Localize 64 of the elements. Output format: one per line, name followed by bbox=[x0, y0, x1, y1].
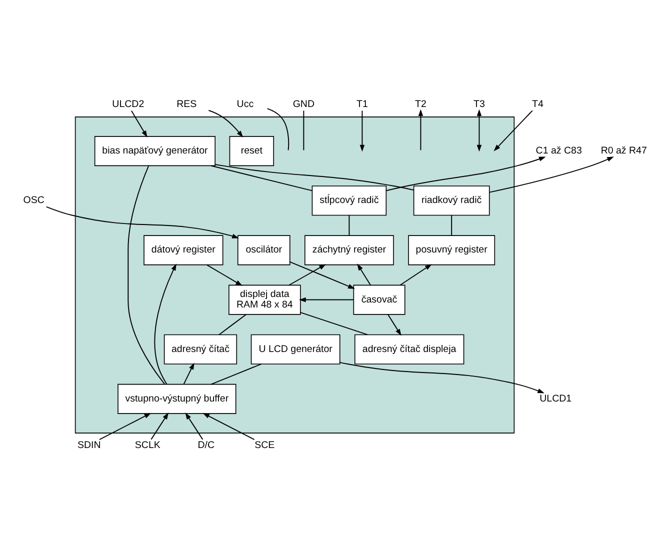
node-box: posuvný register bbox=[408, 235, 496, 266]
connector bbox=[210, 165, 313, 192]
node-text: SCLK bbox=[134, 440, 160, 452]
node-text: GND bbox=[292, 98, 315, 110]
node-text: Ucc bbox=[236, 98, 254, 110]
node-box: adresný čítač bbox=[164, 334, 238, 364]
arrow bbox=[357, 264, 371, 286]
arrow bbox=[340, 362, 544, 394]
node-text: RES bbox=[176, 98, 197, 110]
arrow bbox=[185, 412, 204, 440]
arrow bbox=[386, 156, 546, 192]
arrow bbox=[418, 109, 424, 151]
node-text: ULCD1 bbox=[540, 393, 572, 404]
arrow bbox=[488, 156, 614, 193]
node-text: SCE bbox=[254, 440, 275, 452]
node-box: dátový register bbox=[144, 235, 224, 266]
arrow bbox=[299, 297, 354, 302]
connector bbox=[214, 164, 414, 191]
arrow bbox=[202, 412, 255, 440]
node-box: riadkový radič bbox=[413, 186, 490, 216]
arrow bbox=[290, 261, 355, 289]
node-text: C1 až C83 bbox=[536, 146, 582, 157]
node-box: vstupno-výstupný buffer bbox=[118, 384, 236, 414]
node-box: bias napäťový generátor bbox=[94, 136, 216, 166]
connector bbox=[210, 364, 262, 385]
arrow bbox=[476, 109, 482, 152]
node-text: ULCD2 bbox=[112, 98, 144, 110]
node-text: SDIN bbox=[77, 440, 101, 452]
node-box: U LCD generátor bbox=[250, 334, 340, 364]
connector bbox=[348, 214, 350, 236]
arrow bbox=[150, 412, 169, 440]
node-box: oscilátor bbox=[237, 235, 290, 266]
node-box: adresný čítač displeja bbox=[354, 334, 464, 364]
arrow bbox=[206, 264, 242, 286]
arrow bbox=[360, 110, 365, 152]
arrow bbox=[208, 110, 244, 138]
arrow bbox=[130, 110, 148, 138]
arrow bbox=[494, 110, 533, 152]
node-text: D/C bbox=[198, 440, 215, 452]
node-box: časovač bbox=[353, 284, 406, 315]
node-box: záchytný register bbox=[304, 235, 394, 266]
node-box: reset bbox=[229, 136, 274, 166]
connector bbox=[451, 214, 452, 236]
connector bbox=[266, 108, 290, 151]
node-text: OSC bbox=[23, 195, 44, 206]
arrow bbox=[46, 206, 239, 238]
arrow bbox=[288, 264, 326, 286]
node-box: stĺpcový radič bbox=[312, 186, 387, 216]
node-text: T2 bbox=[415, 98, 426, 110]
cluster bbox=[74, 116, 515, 434]
connector bbox=[128, 165, 166, 385]
node-text: R0 až R47 bbox=[600, 146, 647, 157]
node-text: T1 bbox=[356, 98, 368, 110]
arrow bbox=[183, 362, 194, 385]
node-box: displej data RAM 48 x 84 bbox=[228, 284, 301, 315]
arrow bbox=[99, 412, 152, 440]
node-text: T3 bbox=[474, 98, 485, 110]
node-text: T4 bbox=[532, 98, 544, 110]
arrow bbox=[387, 314, 402, 336]
connector bbox=[303, 110, 304, 151]
connector bbox=[300, 312, 368, 336]
arrow bbox=[400, 264, 432, 286]
connector bbox=[218, 314, 247, 336]
arrow bbox=[154, 264, 176, 385]
